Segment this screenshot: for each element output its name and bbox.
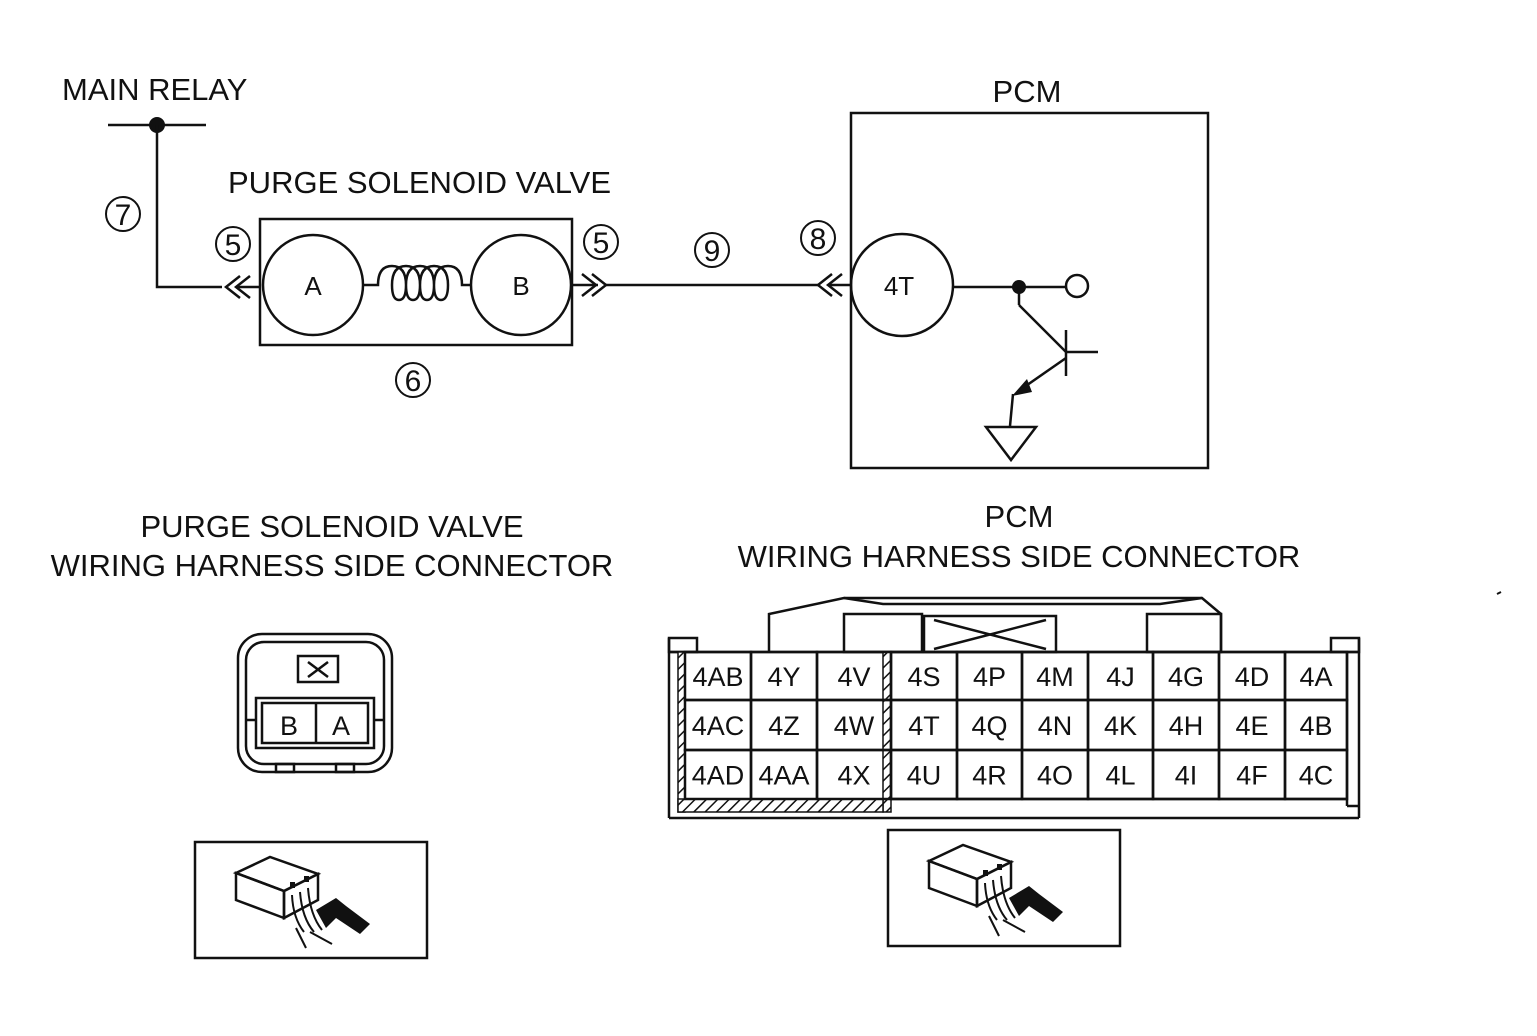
purge-connector-title-line2: WIRING HARNESS SIDE CONNECTOR <box>51 548 614 583</box>
purge-connector-face <box>236 632 394 774</box>
purge-connector-cell-a: A <box>332 711 350 741</box>
pcm-connector-cell-label: 4X <box>837 761 870 791</box>
wire-main-relay-to-valve <box>155 125 222 289</box>
harness-view-icon-left <box>193 840 429 960</box>
pcm-connector-grid: 4AB 4Y 4V 4S 4P 4M 4J 4G 4D 4A 4AC 4Z 4W 4T 4Q 4N 4K 4H 4E… <box>683 650 1349 801</box>
svg-text:5: 5 <box>225 229 242 262</box>
pcm-connector-cell-label: 4S <box>907 662 940 692</box>
pcm-connector-cell-label: 4M <box>1036 662 1074 692</box>
pcm-connector-cell-label: 4R <box>972 761 1007 791</box>
pcm-connector-cell-label: 4U <box>907 761 942 791</box>
pcm-connector-cell-label: 4J <box>1106 662 1135 692</box>
left-connector-chevron-icon <box>223 275 260 299</box>
pcm-connector-cell-label: 4A <box>1299 662 1332 692</box>
valve-terminal-a: A <box>261 233 365 337</box>
pcm-label: PCM <box>993 74 1062 109</box>
svg-text:A: A <box>304 271 322 301</box>
svg-text:B: B <box>512 271 529 301</box>
pcm-connector-cell-label: 4AC <box>692 711 745 741</box>
pcm-connector-cell-label: 4F <box>1236 761 1268 791</box>
valve-terminal-b: B <box>469 233 573 337</box>
pcm-connector-cell-label: 4E <box>1235 711 1268 741</box>
circled-number-5-right: 5 <box>583 224 619 260</box>
svg-text:8: 8 <box>810 223 827 256</box>
purge-connector-cell-b: B <box>280 711 298 741</box>
purge-valve-label: PURGE SOLENOID VALVE <box>228 165 611 200</box>
svg-text:9: 9 <box>704 235 721 268</box>
pcm-connector-cell <box>1283 748 1349 801</box>
pcm-connector-cell-label: 4H <box>1169 711 1204 741</box>
purge-connector-title-line1: PURGE SOLENOID VALVE <box>140 509 523 544</box>
circled-number-5-left: 5 <box>215 226 251 262</box>
pcm-connector-cell-label: 4O <box>1037 761 1073 791</box>
pcm-connector-cell-label: 4D <box>1235 662 1270 692</box>
pcm-connector-cell-label: 4P <box>973 662 1006 692</box>
pcm-connector-cell-label: 4C <box>1299 761 1334 791</box>
pcm-connector-cell-label: 4T <box>908 711 940 741</box>
pcm-connector-cell-label: 4N <box>1038 711 1073 741</box>
right-connector-chevron-icon <box>572 273 609 297</box>
pcm-connector-cell-label: 4Y <box>767 662 800 692</box>
pcm-connector-cell-label: 4G <box>1168 662 1204 692</box>
pcm-terminal-open-icon <box>1064 273 1090 299</box>
circled-number-8: 8 <box>800 220 836 256</box>
main-relay-label: MAIN RELAY <box>62 72 247 107</box>
transistor-icon <box>1008 287 1098 427</box>
pcm-connector-title-line2: WIRING HARNESS SIDE CONNECTOR <box>738 539 1301 574</box>
ground-icon <box>983 425 1039 463</box>
pcm-connector-chevron-icon <box>815 273 852 297</box>
svg-text:6: 6 <box>405 365 422 398</box>
stray-mark <box>1496 591 1502 595</box>
svg-text:5: 5 <box>593 227 610 260</box>
pcm-connector-cell-label: 4K <box>1104 711 1137 741</box>
pcm-connector-cell-label: 4B <box>1299 711 1332 741</box>
svg-text:4T: 4T <box>884 271 914 301</box>
solenoid-coil-icon <box>363 264 471 302</box>
pcm-connector-cell-label: 4AA <box>758 761 809 791</box>
pcm-connector-cell-label: 4W <box>834 711 875 741</box>
pcm-connector-cell-label: 4V <box>837 662 870 692</box>
circled-number-7: 7 <box>105 196 141 232</box>
pcm-connector-cell-label: 4AB <box>692 662 743 692</box>
pcm-connector-cell-label: 4L <box>1105 761 1135 791</box>
pcm-connector-title-line1: PCM <box>985 499 1054 534</box>
circled-number-6: 6 <box>395 362 431 398</box>
pcm-connector-cell-label: 4AD <box>692 761 745 791</box>
harness-view-icon-right <box>886 828 1122 948</box>
pcm-connector-cell-label: 4Z <box>768 711 800 741</box>
circled-number-9: 9 <box>694 232 730 268</box>
svg-text:7: 7 <box>115 199 132 232</box>
pcm-connector-cell-label: 4Q <box>971 711 1007 741</box>
pcm-connector-cell-label: 4I <box>1175 761 1198 791</box>
pcm-terminal-4t: 4T <box>849 232 955 338</box>
